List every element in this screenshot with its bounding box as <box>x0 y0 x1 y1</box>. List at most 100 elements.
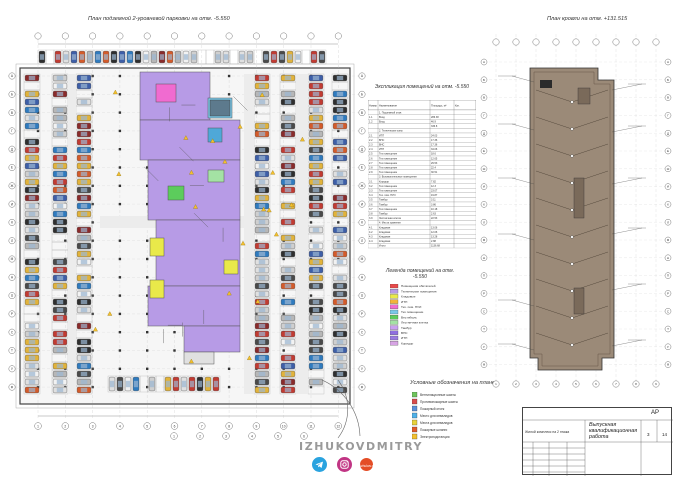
car-window <box>336 75 344 81</box>
explication-cell: 2.2 <box>369 139 373 142</box>
car-window <box>56 211 64 217</box>
slope-line <box>571 251 609 265</box>
car-window <box>312 155 320 161</box>
car-window <box>28 211 36 217</box>
legend-swatch <box>390 341 399 346</box>
car-window <box>312 99 320 105</box>
car-window <box>28 115 36 121</box>
explication-cell: 3.4 <box>369 194 373 197</box>
car-window <box>336 315 344 321</box>
car-window <box>258 203 266 209</box>
car-window <box>213 380 219 388</box>
axis-label-left: Г <box>11 129 13 133</box>
axis-label-left: Н <box>11 276 14 280</box>
car-window <box>312 195 320 201</box>
explication-cell: 12.06 <box>431 231 438 234</box>
column <box>309 184 313 187</box>
column <box>118 111 122 114</box>
axis-bubble-bottom <box>307 422 315 430</box>
roof-axis-label-left: К <box>483 203 485 207</box>
website-icon[interactable]: izhukov.ru <box>359 457 375 472</box>
explication-cell: Тех. пом. ПУИ <box>379 194 396 197</box>
roof-axis-label-right: У <box>667 345 669 349</box>
parking-stall <box>23 385 41 395</box>
legend-swatch <box>390 304 399 309</box>
roof-axis-label: 6 <box>595 382 597 386</box>
column <box>118 93 122 96</box>
slope-line <box>535 143 573 157</box>
explication-row <box>368 123 476 129</box>
car-window <box>258 75 266 81</box>
axis-bubble-bottom <box>280 422 288 430</box>
roof-axis-bubble-left <box>480 76 488 83</box>
fire-hose-marker <box>193 204 198 209</box>
roof-axis-bubble-bottom <box>532 380 540 388</box>
axis-label-bottom: 11 <box>309 424 313 428</box>
axis-label-left: С <box>11 330 14 334</box>
explication-header-cell: Кат. <box>455 103 460 107</box>
car-window <box>80 363 88 369</box>
roof-axis-label-left: Т <box>483 327 485 331</box>
callout-leader <box>511 177 535 185</box>
column <box>91 385 94 389</box>
axis-label-right: К <box>361 221 363 225</box>
car-window <box>336 123 344 129</box>
fire-hose-marker <box>107 311 113 316</box>
car-window <box>312 379 320 385</box>
car-window <box>80 187 88 193</box>
axis-bubble-left <box>8 365 16 373</box>
roof-axis-bubble-right <box>664 147 672 155</box>
explication-cell: 2.63 <box>431 213 436 216</box>
roof-drain <box>570 181 574 185</box>
car-window <box>80 307 88 313</box>
roof-axis-label: 3 <box>535 382 537 386</box>
legend-swatch <box>390 315 399 320</box>
ramp-axis-bubble <box>196 432 204 440</box>
car-window <box>284 75 292 81</box>
axis-bubble-right <box>358 273 366 281</box>
column <box>146 257 149 261</box>
explication-cell: 2. Технические зоны <box>379 130 403 133</box>
symbol-swatch <box>412 433 418 440</box>
axis-bubble-left <box>8 145 16 153</box>
explication-header-cell: Площадь, м² <box>431 103 447 107</box>
car-window <box>312 251 320 257</box>
explication-cell: Тех помещение <box>379 162 398 165</box>
roof-axis-bubble-right <box>664 112 672 119</box>
axis-bubble-right <box>358 365 366 373</box>
parking-stall <box>211 375 221 393</box>
car-window <box>312 283 320 289</box>
explication-cell: Вход <box>379 121 385 124</box>
column <box>91 148 94 151</box>
symbol-swatch <box>412 392 418 398</box>
instagram-icon[interactable] <box>337 457 352 472</box>
telegram-icon[interactable] <box>312 457 327 472</box>
car-window <box>284 243 292 249</box>
column <box>282 111 285 114</box>
explication-cell: 1136.68 <box>431 245 440 248</box>
roof-axis-label: 1 <box>495 382 497 386</box>
car-window <box>80 371 88 377</box>
axis-bubble-right <box>358 292 366 299</box>
column <box>309 221 313 224</box>
axis-label-right: Т <box>361 349 363 353</box>
axis-bubble-bottom <box>61 422 69 430</box>
car-window <box>80 339 88 345</box>
axis-bubble-top <box>89 32 97 40</box>
axis-label-left: А <box>11 74 14 78</box>
car-window <box>28 219 36 225</box>
car-window <box>28 299 36 305</box>
car-window <box>56 347 64 353</box>
explication-cell: 2.8 <box>369 167 373 170</box>
car-window <box>28 235 36 241</box>
car-window <box>312 179 320 185</box>
axis-bubble-bottom <box>170 422 179 430</box>
axis-bubble-bottom <box>252 422 261 430</box>
axis-bubble-top <box>34 32 42 40</box>
roof-axis-label-right: П <box>667 274 669 278</box>
car-window <box>336 235 344 241</box>
axis-bubble-right <box>358 72 366 80</box>
axis-label-bottom: 8 <box>228 424 230 428</box>
